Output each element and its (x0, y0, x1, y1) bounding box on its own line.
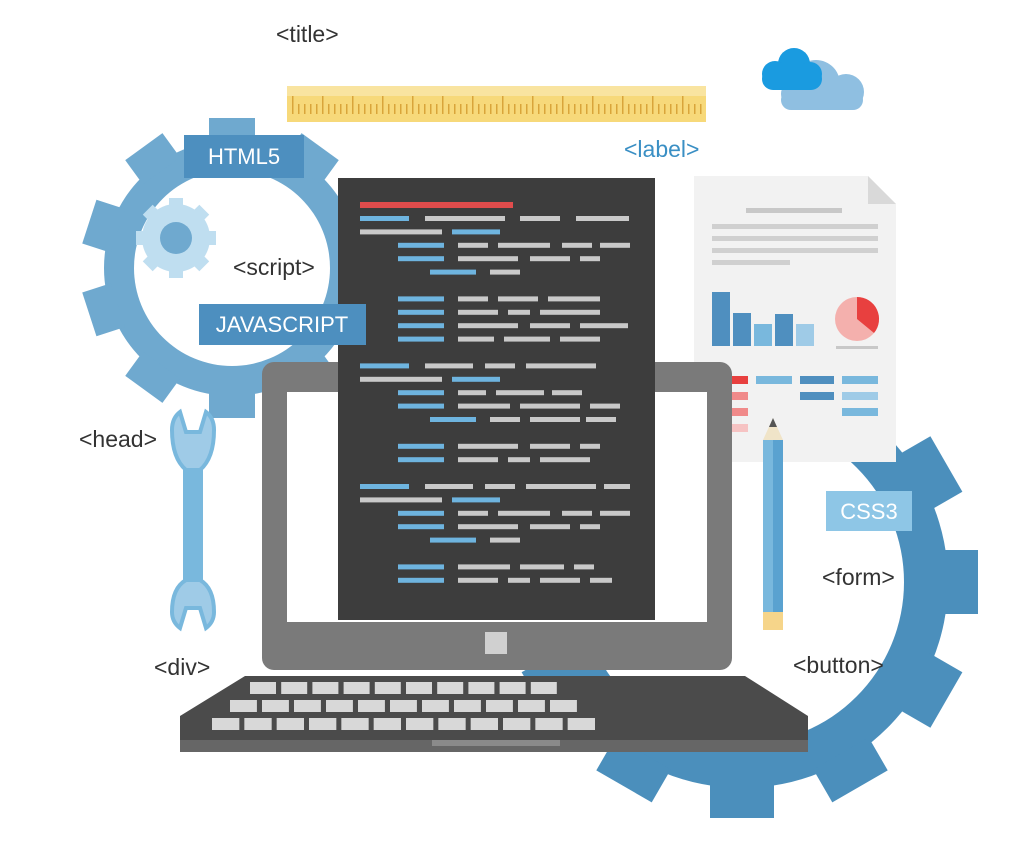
html5-badge: HTML5 (184, 135, 304, 178)
javascript-badge: JAVASCRIPT (199, 304, 366, 345)
code-screen (338, 178, 655, 620)
keyboard (212, 682, 595, 730)
script-tag-label: <script> (233, 254, 315, 280)
button-tag-label: <button> (793, 652, 884, 678)
head-tag-label: <head> (79, 426, 157, 452)
ruler-icon (287, 86, 706, 122)
cloud-icon (762, 48, 864, 110)
css3-badge: CSS3 (826, 491, 912, 531)
title-tag-label: <title> (276, 21, 339, 47)
html5-label: HTML5 (208, 144, 280, 169)
div-tag-label: <div> (154, 654, 210, 680)
css3-label: CSS3 (840, 499, 897, 524)
javascript-label: JAVASCRIPT (216, 312, 348, 337)
label-tag-label: <label> (624, 136, 699, 162)
pencil-icon (763, 418, 783, 630)
form-tag-label: <form> (822, 564, 895, 590)
document-icon (694, 176, 896, 462)
wrench-icon (169, 408, 217, 632)
